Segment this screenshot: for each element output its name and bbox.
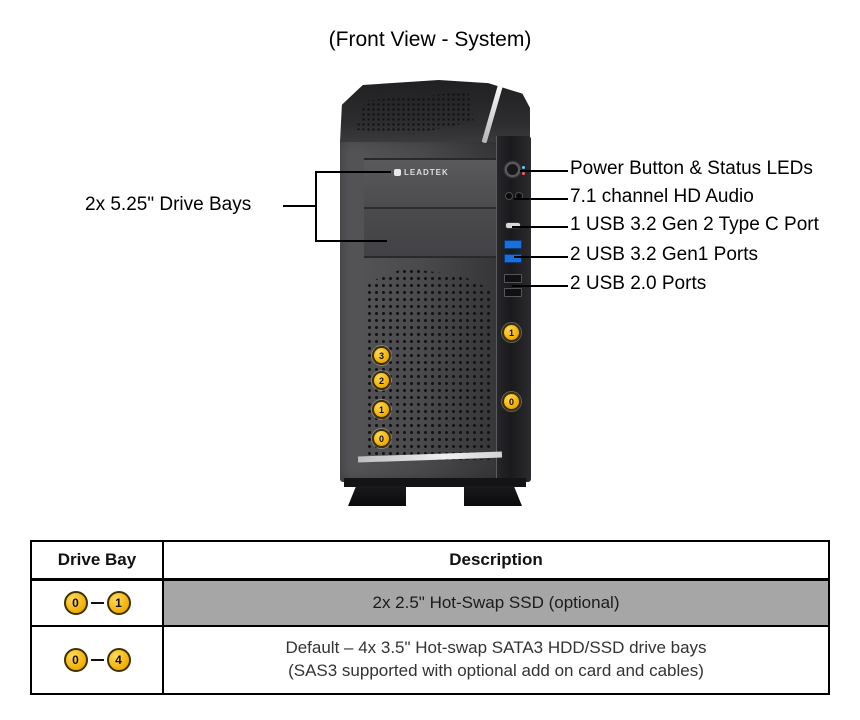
status-led-icon	[522, 172, 525, 175]
usb3-port-icon	[504, 254, 522, 263]
usb2-port-icon	[504, 274, 522, 283]
callout-line	[520, 170, 568, 172]
callout-line	[514, 256, 568, 258]
bay-badge: 0	[63, 648, 88, 672]
description-cell: 2x 2.5" Hot-Swap SSD (optional)	[162, 578, 830, 627]
callout-line	[512, 226, 568, 228]
tower-illustration: LEADTEK 3 2 1 0 1 0	[338, 80, 532, 510]
callout-power-button-label: Power Button & Status LEDs	[570, 158, 813, 179]
callout-usb2-label: 2 USB 2.0 Ports	[570, 273, 707, 294]
callout-line	[514, 198, 568, 200]
leadtek-logo: LEADTEK	[394, 168, 449, 177]
usb3-port-icon	[504, 240, 522, 249]
page-title: (Front View - System)	[328, 28, 532, 51]
range-dash	[90, 659, 104, 661]
table-header-row: Drive Bay Description	[30, 540, 830, 581]
description-text: (SAS3 supported with optional add on car…	[288, 661, 704, 680]
table-header-drive-bay: Drive Bay	[30, 540, 164, 581]
callout-usb3-label: 2 USB 3.2 Gen1 Ports	[570, 244, 758, 265]
callout-line	[317, 240, 387, 242]
callout-line	[283, 205, 316, 207]
bay-divider	[364, 207, 496, 209]
callout-line	[512, 285, 568, 287]
hdd-bay-badge-1: 1	[372, 400, 391, 419]
description-cell: Default – 4x 3.5" Hot-swap SATA3 HDD/SSD…	[162, 625, 830, 695]
usb-c-port-icon	[505, 222, 521, 229]
tower-foot	[348, 486, 406, 506]
front-io-panel	[496, 136, 531, 482]
description-text: Default – 4x 3.5" Hot-swap SATA3 HDD/SSD…	[285, 638, 707, 658]
range-dash	[90, 602, 104, 604]
leadtek-logo-mark	[394, 169, 401, 176]
description-text: 2x 2.5" Hot-Swap SSD (optional)	[372, 592, 620, 612]
callout-hd-audio-label: 7.1 channel HD Audio	[570, 186, 754, 207]
callout-line	[317, 171, 391, 173]
hdd-bay-badge-0: 0	[372, 429, 391, 448]
ssd-bay-badge-1: 1	[502, 323, 521, 342]
leadtek-logo-text: LEADTEK	[404, 168, 449, 177]
callout-line	[315, 171, 317, 242]
usb2-port-icon	[504, 288, 522, 297]
front-mesh	[366, 268, 494, 460]
power-button-icon	[505, 162, 520, 177]
bay-badge: 0	[63, 591, 88, 615]
status-led-icon	[522, 166, 525, 169]
drive-bay-covers: LEADTEK	[364, 158, 496, 258]
ssd-bay-badge-0: 0	[502, 392, 521, 411]
hdd-bay-badge-3: 3	[372, 346, 391, 365]
tower-base	[344, 478, 526, 487]
bay-badge: 4	[106, 648, 131, 672]
table-header-description: Description	[162, 540, 830, 581]
tower-foot	[464, 486, 522, 506]
audio-jack-icon	[505, 192, 513, 200]
callout-drive-bays-label: 2x 5.25" Drive Bays	[85, 194, 252, 215]
hdd-bay-badge-2: 2	[372, 371, 391, 390]
callout-usb-c-label: 1 USB 3.2 Gen 2 Type C Port	[570, 214, 819, 235]
bay-badge: 1	[106, 591, 131, 615]
